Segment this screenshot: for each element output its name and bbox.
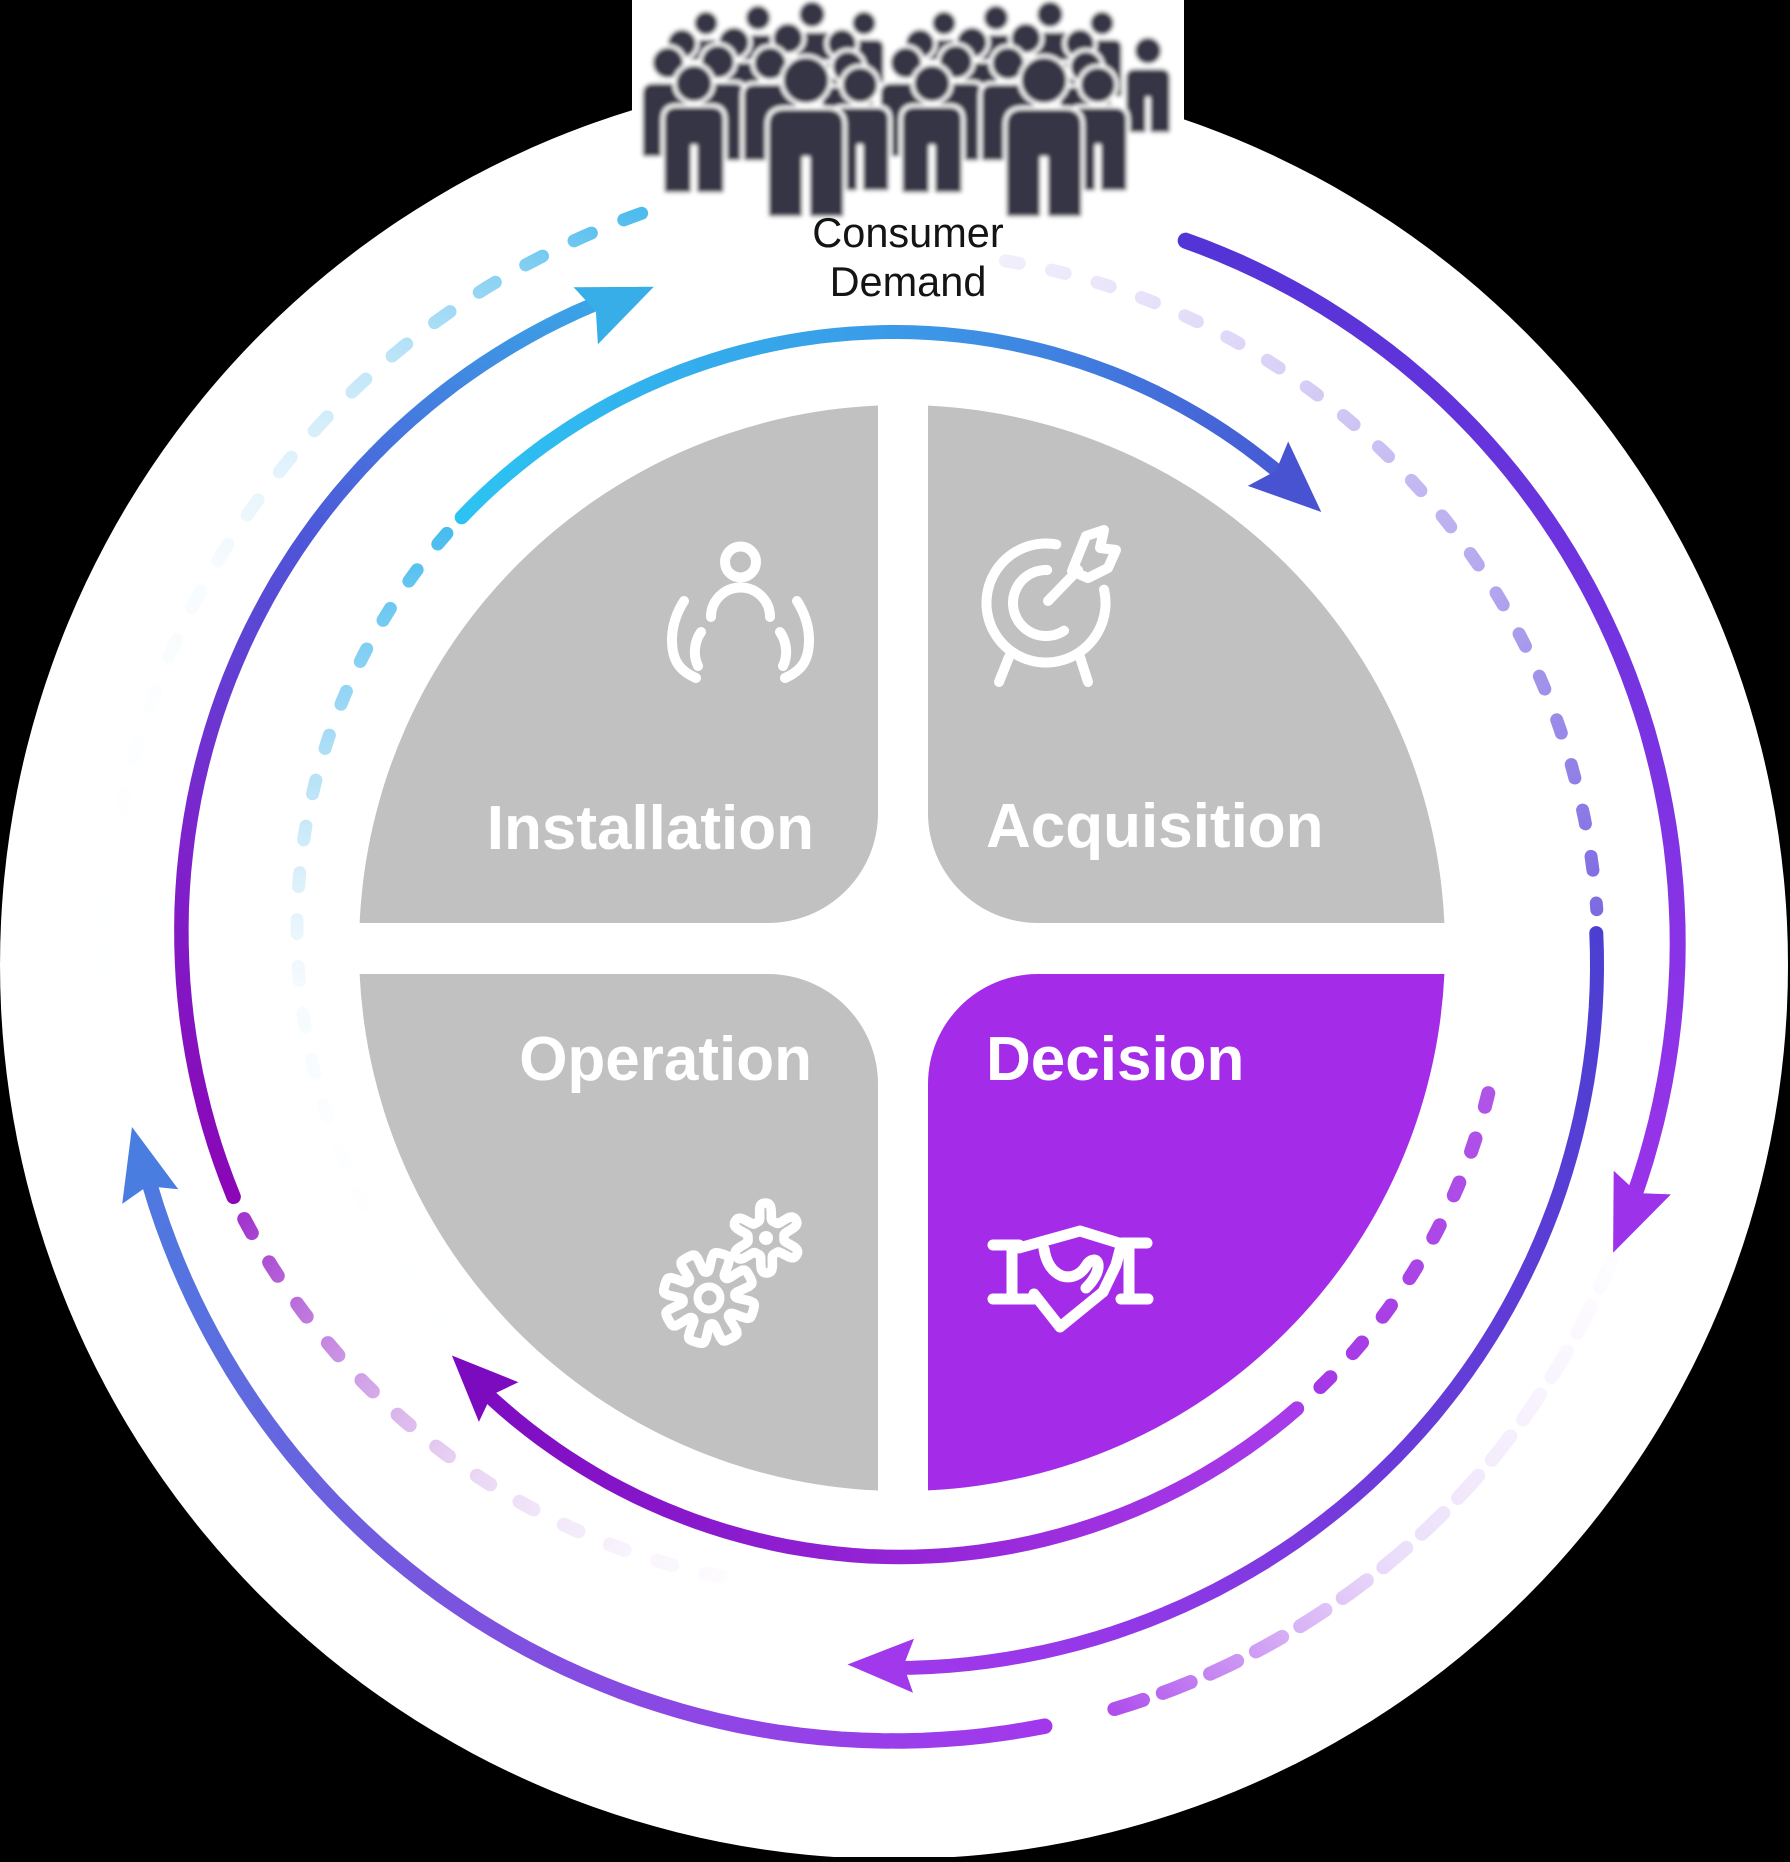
svg-text:Demand: Demand: [830, 258, 987, 305]
svg-text:Decision: Decision: [986, 1025, 1244, 1094]
svg-text:Operation: Operation: [519, 1025, 812, 1094]
svg-text:Consumer: Consumer: [812, 209, 1004, 256]
svg-text:Acquisition: Acquisition: [986, 792, 1324, 861]
svg-text:Installation: Installation: [487, 794, 814, 863]
